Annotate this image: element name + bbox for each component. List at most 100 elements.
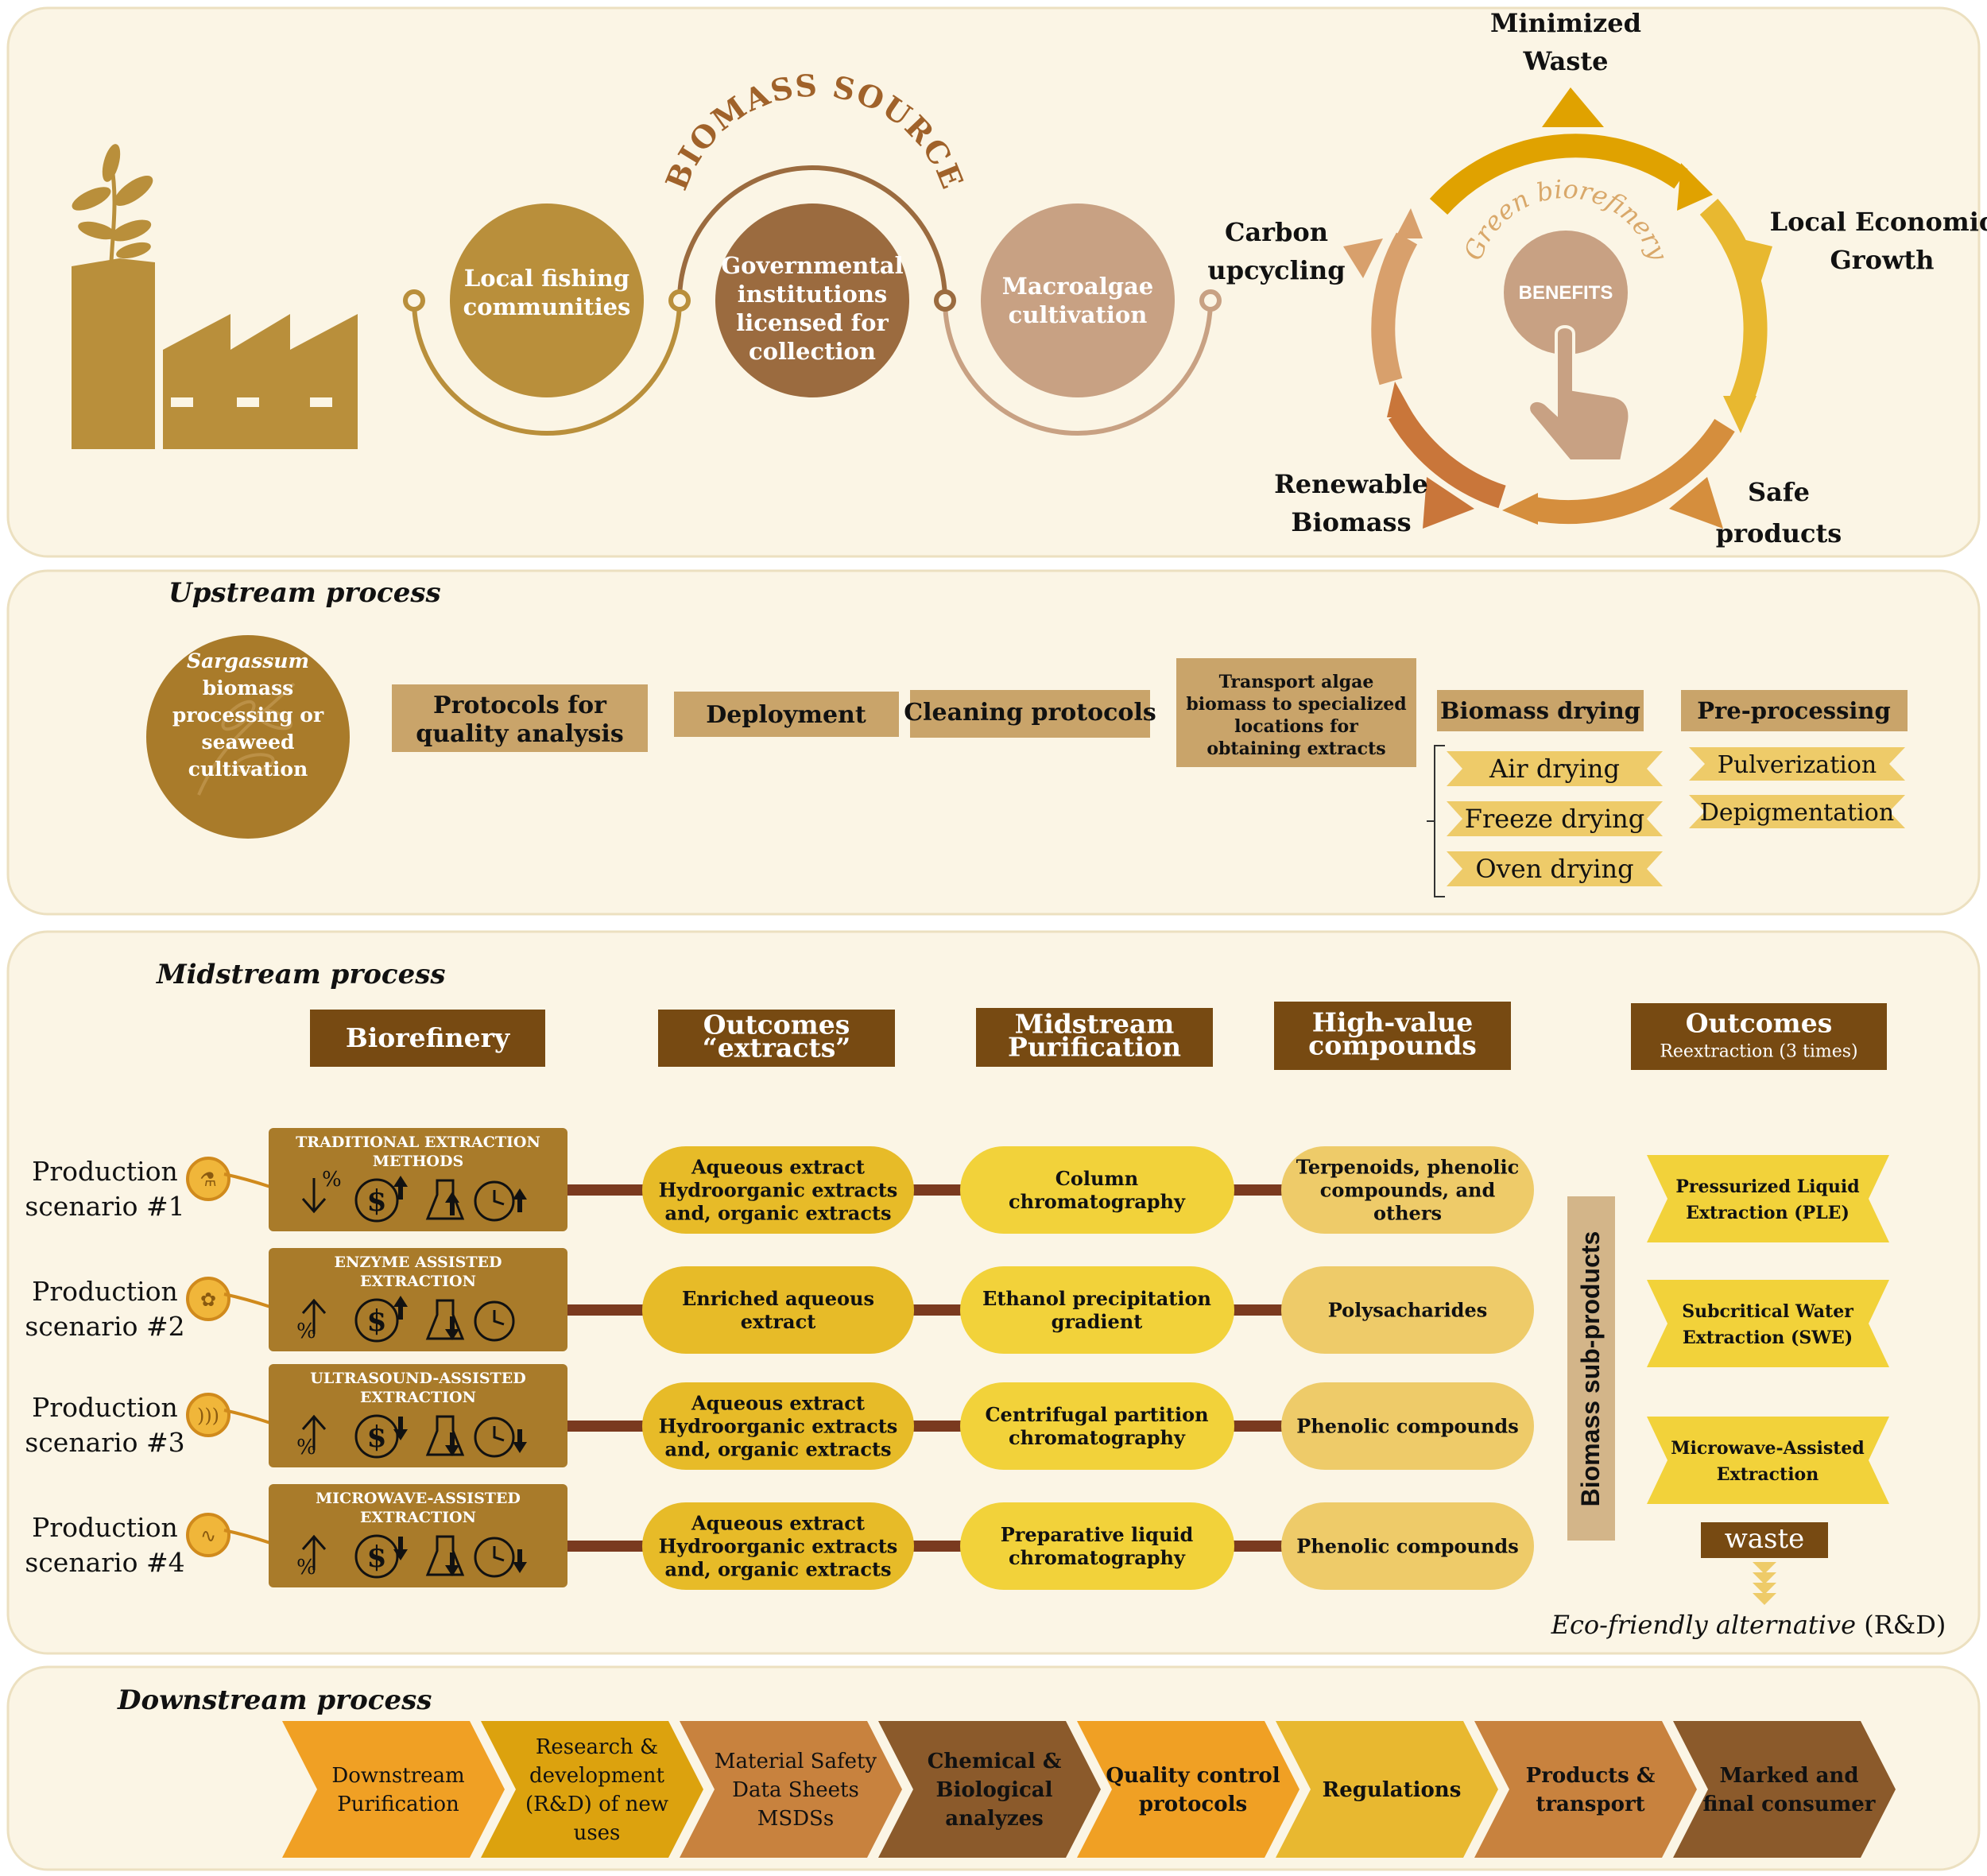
step-label-5: Pre-processing xyxy=(1697,697,1891,724)
compound-label: Phenolic compounds xyxy=(1296,1414,1518,1437)
purification-pill xyxy=(960,1382,1234,1470)
text-line: Cleaning protocols xyxy=(904,699,1156,727)
text-line: Phenolic compounds xyxy=(1296,1414,1518,1437)
text-line: Transport algae xyxy=(1219,672,1374,692)
midstream-header-label: Biorefinery xyxy=(346,1022,510,1053)
text-line: Regulations xyxy=(1323,1778,1462,1802)
waste-label: waste xyxy=(1725,1523,1805,1555)
scenario-badge-stem xyxy=(223,1172,271,1188)
arrow-up-icon xyxy=(513,1188,527,1212)
clock-icon xyxy=(474,1417,515,1458)
text-line: and, organic extracts xyxy=(664,1557,891,1580)
benefit-arrow-local-economic xyxy=(1733,237,1772,290)
downstream-step-label: Regulations xyxy=(1323,1778,1462,1802)
drying-method-label: Air drying xyxy=(1489,754,1620,784)
midstream-header-box xyxy=(1631,1003,1887,1070)
text-line: Quality control xyxy=(1106,1764,1280,1788)
text-line: Production xyxy=(32,1512,178,1543)
clock-icon xyxy=(474,1537,515,1578)
text-line: products xyxy=(1716,518,1842,548)
arrow-down-icon xyxy=(393,1537,408,1560)
percent-icon: % xyxy=(296,1320,316,1343)
drying-method-ribbon xyxy=(1447,851,1663,886)
percent-icon: % xyxy=(296,1556,316,1579)
text-line: others xyxy=(1373,1201,1442,1224)
text-line: Material Safety xyxy=(715,1750,877,1773)
text-line: Outcomes xyxy=(1686,1008,1833,1039)
text-line: MICROWAVE-ASSISTED xyxy=(316,1490,521,1507)
text-line: Minimized xyxy=(1490,8,1641,38)
text-line: Purification xyxy=(1008,1032,1181,1063)
scenario-badge-stem xyxy=(223,1409,271,1424)
text-line: Products & xyxy=(1526,1764,1656,1788)
text-line: Production xyxy=(32,1276,178,1307)
text-line: Pre-processing xyxy=(1697,697,1891,724)
step-pre-processing xyxy=(1681,690,1908,731)
flask-icon: ⚗ xyxy=(199,1169,217,1191)
drying-bracket xyxy=(1427,745,1445,897)
preprocessing-method-label: Pulverization xyxy=(1718,751,1877,779)
arrow-up-icon xyxy=(393,1296,408,1320)
method-box xyxy=(269,1128,567,1231)
extract-pill xyxy=(642,1502,914,1590)
cost-icon xyxy=(354,1298,399,1343)
compound-label: Phenolic compounds xyxy=(1296,1534,1518,1557)
scenario-badge-stem xyxy=(223,1529,271,1545)
text-line: collection xyxy=(749,338,876,365)
clock-icon xyxy=(474,1180,515,1222)
purification-pill xyxy=(960,1502,1234,1590)
text-line: Protocols for xyxy=(433,692,607,719)
downstream-chevron xyxy=(481,1721,703,1858)
midstream-header-box xyxy=(1274,1002,1511,1070)
reextraction-ribbon xyxy=(1647,1417,1889,1504)
pointing-hand-icon xyxy=(1527,325,1632,463)
sargassum-label: Sargassum xyxy=(187,649,309,672)
text-line: Chemical & xyxy=(928,1750,1062,1773)
text-line: Outcomes xyxy=(703,1010,850,1041)
flask-icon xyxy=(425,1415,465,1456)
percent-arrow-icon xyxy=(301,1178,327,1214)
text-line: biomass to specialized xyxy=(1186,694,1406,715)
reextraction-ribbon xyxy=(1647,1155,1889,1242)
benefits-cycle xyxy=(1371,134,1768,525)
text-line: analyzes xyxy=(945,1807,1044,1831)
text-line: Production xyxy=(32,1392,178,1423)
cycle-arrowhead xyxy=(1502,493,1538,525)
text-line: transport xyxy=(1536,1793,1644,1816)
benefit-arrow-carbon xyxy=(1343,238,1383,278)
text-line: Governmental xyxy=(721,252,903,279)
clock-icon xyxy=(474,1300,515,1342)
flask-icon xyxy=(425,1535,465,1576)
chain-node xyxy=(403,289,425,312)
biomass-source-chain xyxy=(412,165,1213,436)
extract-pill xyxy=(642,1146,914,1234)
text-line: Microwave-Assisted xyxy=(1671,1438,1865,1459)
text-line: Waste xyxy=(1522,46,1608,76)
step-transport xyxy=(1176,658,1416,767)
downstream-chevron xyxy=(1276,1721,1498,1858)
text-line: Aqueous extract xyxy=(691,1391,865,1414)
preprocessing-method-label: Depigmentation xyxy=(1700,799,1894,827)
text-line: development xyxy=(529,1764,665,1788)
subproducts-label: Biomass sub-products xyxy=(1576,1231,1605,1507)
enzyme-icon: ✿ xyxy=(200,1289,216,1311)
benefits-label: BENEFITS xyxy=(1519,282,1613,304)
text-line: TRADITIONAL EXTRACTION xyxy=(296,1134,540,1151)
text-line: Local fishing xyxy=(464,265,629,292)
cost-icon xyxy=(354,1414,399,1459)
